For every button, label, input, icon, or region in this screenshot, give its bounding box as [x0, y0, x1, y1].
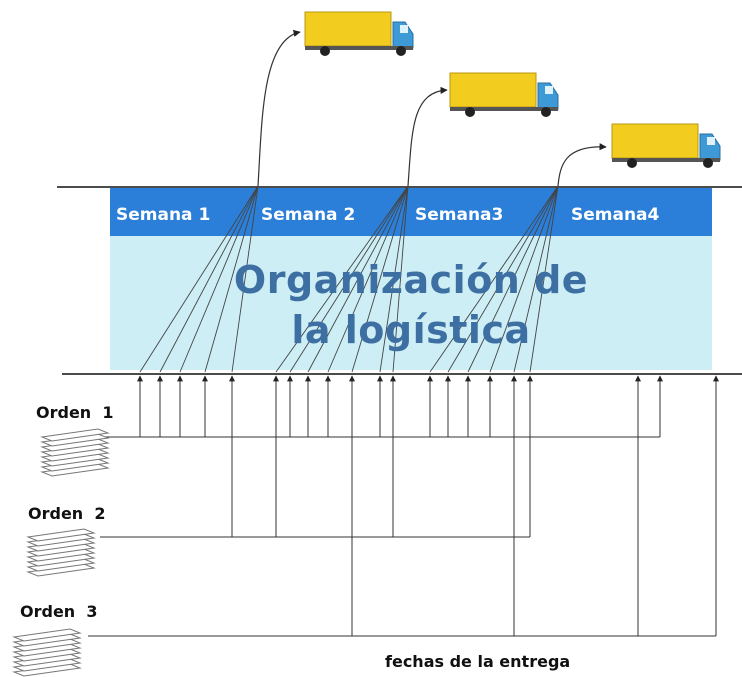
order-1-flow	[105, 375, 663, 438]
order-label-1: Orden 1	[36, 403, 114, 422]
week-label-3: Semana3	[415, 205, 504, 225]
diagram-title-line-2: la logística	[291, 308, 531, 352]
truck-icon	[611, 123, 721, 168]
logistics-panel	[110, 236, 712, 370]
order-label-2: Orden 2	[28, 504, 106, 523]
week-label-1: Semana 1	[116, 205, 211, 225]
truck-icon	[449, 72, 559, 117]
diagram-title-line-1: Organización de	[233, 258, 589, 302]
document-stack-icon	[40, 428, 110, 477]
week-label-2: Semana 2	[261, 205, 356, 225]
document-stack-icon	[26, 528, 96, 577]
order-3-flow	[88, 375, 719, 637]
document-stack-icon	[12, 628, 82, 677]
week-band	[110, 188, 712, 236]
order-label-3: Orden 3	[20, 602, 98, 621]
order-2-flow	[100, 375, 533, 538]
convergence-lines	[139, 185, 559, 373]
truck-icon	[304, 11, 414, 56]
delivery-dates-label: fechas de la entrega	[385, 652, 571, 671]
shipment-arrows	[257, 29, 607, 187]
week-label-4: Semana4	[571, 205, 660, 225]
